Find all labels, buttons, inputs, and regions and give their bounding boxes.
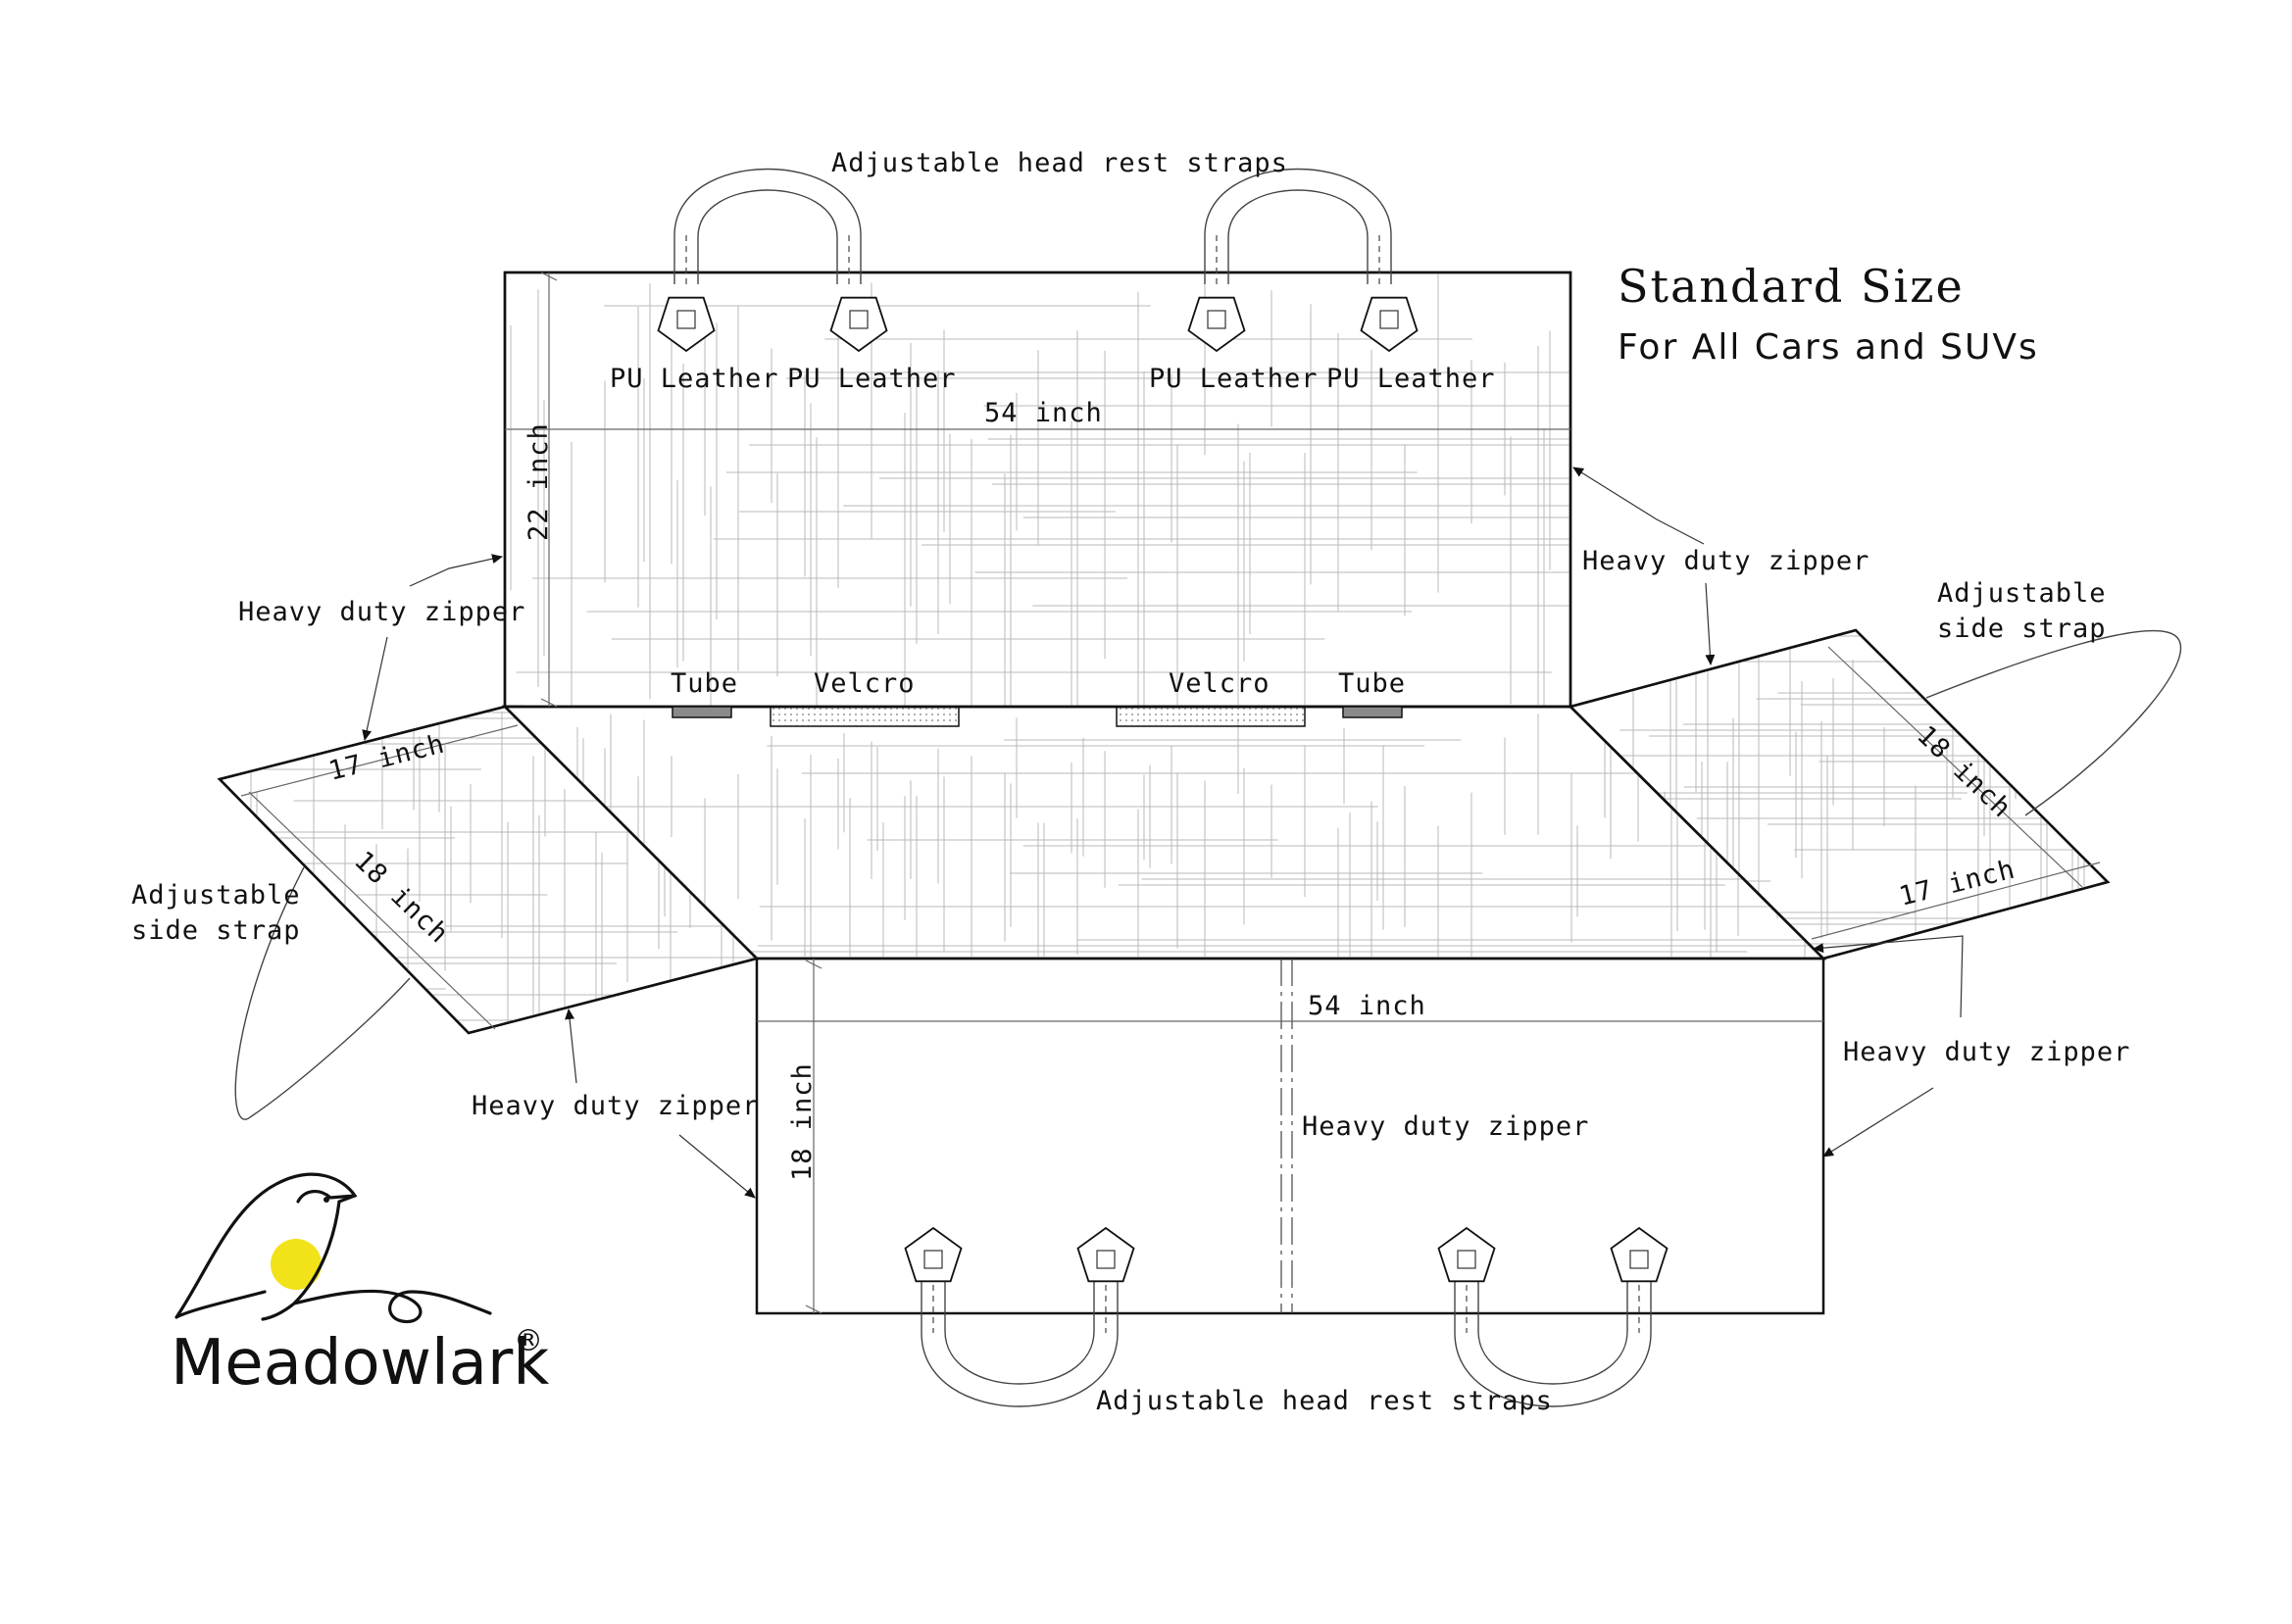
dimension-left-flap [240, 724, 519, 1030]
rivet-box [1457, 1250, 1476, 1269]
leader-arrows [362, 467, 1964, 1199]
rivet-box [923, 1250, 943, 1269]
label-tube-left: Tube [671, 668, 738, 699]
label-pu-leather-1: PU Leather [610, 364, 779, 394]
label-velcro-right: Velcro [1169, 668, 1271, 699]
label-side-strap-left-1: Adjustable [131, 880, 301, 910]
label-zipper-center: Heavy duty zipper [1302, 1111, 1589, 1142]
pu-leather-tabs-bottom [904, 1226, 1669, 1283]
meadowlark-logo: Meadowlark ® [171, 1172, 549, 1400]
brand-registered-mark: ® [514, 1324, 543, 1358]
label-zipper-right-top: Heavy duty zipper [1582, 546, 1869, 576]
side-strap-left [234, 866, 411, 1120]
rivet-box [849, 310, 869, 329]
title: Standard Size [1618, 260, 1965, 313]
label-top-straps: Adjustable head rest straps [831, 148, 1288, 178]
rivet-box [1629, 1250, 1649, 1269]
bottom-strap-left [921, 1274, 1119, 1407]
velcro-left [770, 706, 960, 727]
pu-leather-tab [1187, 296, 1246, 353]
pu-leather-tab [1360, 296, 1419, 353]
label-top-height: 22 inch [523, 422, 554, 541]
label-bottom-width: 54 inch [1308, 991, 1426, 1021]
top-strap-left [673, 168, 862, 286]
pu-leather-tab [1076, 1226, 1135, 1283]
center-zipper-line [1280, 959, 1293, 1313]
dimension-bottom-height [805, 959, 822, 1314]
pu-leather-tab [829, 296, 888, 353]
logo-sun [271, 1239, 322, 1290]
label-velcro-left: Velcro [814, 668, 916, 699]
pu-leather-tab [657, 296, 716, 353]
side-strap-right [1925, 629, 2181, 816]
rivet-box [1096, 1250, 1116, 1269]
pu-leather-tab [1610, 1226, 1669, 1283]
rivet-box [676, 310, 696, 329]
dimension-right-flap [1811, 646, 2101, 940]
tube-left [672, 706, 732, 718]
logo-bird-icon [174, 1172, 492, 1324]
label-zipper-left-top: Heavy duty zipper [238, 597, 525, 627]
label-pu-leather-3: PU Leather [1149, 364, 1319, 394]
bottom-strap-right [1454, 1274, 1652, 1407]
label-pu-leather-2: PU Leather [787, 364, 957, 394]
label-zipper-right-bottom: Heavy duty zipper [1843, 1037, 2130, 1067]
pu-leather-tab [904, 1226, 963, 1283]
tube-right [1342, 706, 1403, 718]
label-side-strap-left-2: side strap [131, 915, 301, 946]
top-strap-right [1204, 168, 1392, 286]
subtitle: For All Cars and SUVs [1618, 327, 2039, 368]
label-bottom-height: 18 inch [787, 1062, 818, 1181]
label-tube-right: Tube [1338, 668, 1406, 699]
pu-leather-tabs-top [657, 296, 1419, 353]
label-side-strap-right-2: side strap [1937, 614, 2107, 644]
label-zipper-left-bottom: Heavy duty zipper [472, 1091, 759, 1121]
dimension-top-height [540, 271, 558, 708]
pu-leather-tab [1437, 1226, 1496, 1283]
brand-name: Meadowlark [171, 1327, 549, 1400]
rivet-box [1379, 310, 1399, 329]
rivet-box [1207, 310, 1226, 329]
label-top-width: 54 inch [984, 398, 1103, 428]
label-pu-leather-4: PU Leather [1326, 364, 1496, 394]
velcro-right [1116, 706, 1306, 727]
label-bottom-straps: Adjustable head rest straps [1096, 1386, 1553, 1416]
label-side-strap-right-1: Adjustable [1937, 578, 2107, 609]
